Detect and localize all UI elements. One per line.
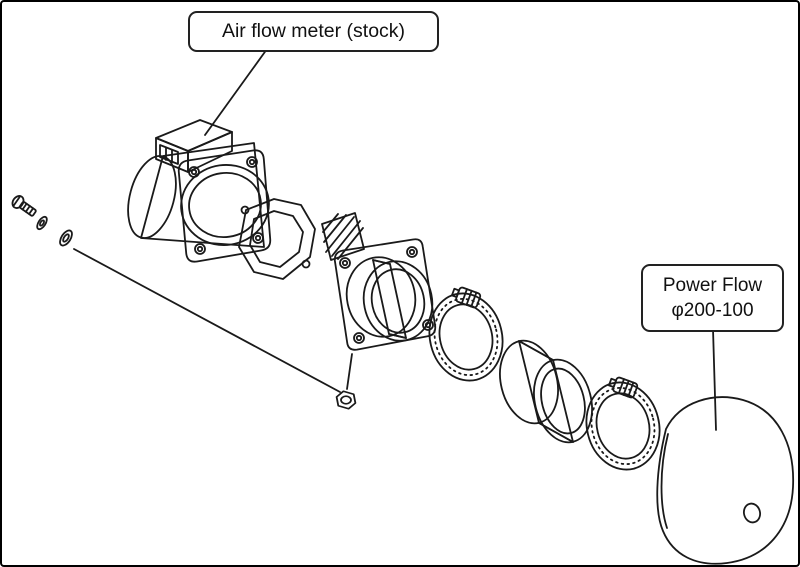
- airflow-meter-label-text: Air flow meter (stock): [221, 20, 406, 42]
- airflow-meter-body: [127, 119, 265, 248]
- coupler-hose: [499, 339, 593, 444]
- airflow-meter-label: Air flow meter (stock): [188, 11, 439, 52]
- hose-clamp-2: [585, 376, 661, 471]
- washer-small: [36, 215, 48, 231]
- air-filter: [656, 396, 794, 565]
- spacer-plate: [321, 212, 365, 261]
- clamp-screw-2: [608, 376, 639, 399]
- power-flow-label-line1: Power Flow: [662, 274, 763, 296]
- leader-line-airflow: [204, 48, 268, 136]
- power-flow-label-line2: φ200-100: [671, 300, 754, 321]
- bolt: [11, 195, 37, 217]
- washer-large: [59, 229, 73, 247]
- meter-flange-plate: [177, 149, 272, 263]
- leader-line-powerflow: [712, 328, 717, 431]
- clamp-screw-1: [451, 286, 482, 309]
- hex-nut: [335, 390, 357, 410]
- outlet-flange: [333, 238, 437, 351]
- hose-clamp-1: [428, 286, 504, 382]
- assembly-axis-line: [73, 248, 353, 393]
- connector: [155, 119, 233, 173]
- power-flow-label: Power Flow φ200-100: [641, 264, 784, 332]
- gasket: [238, 198, 316, 280]
